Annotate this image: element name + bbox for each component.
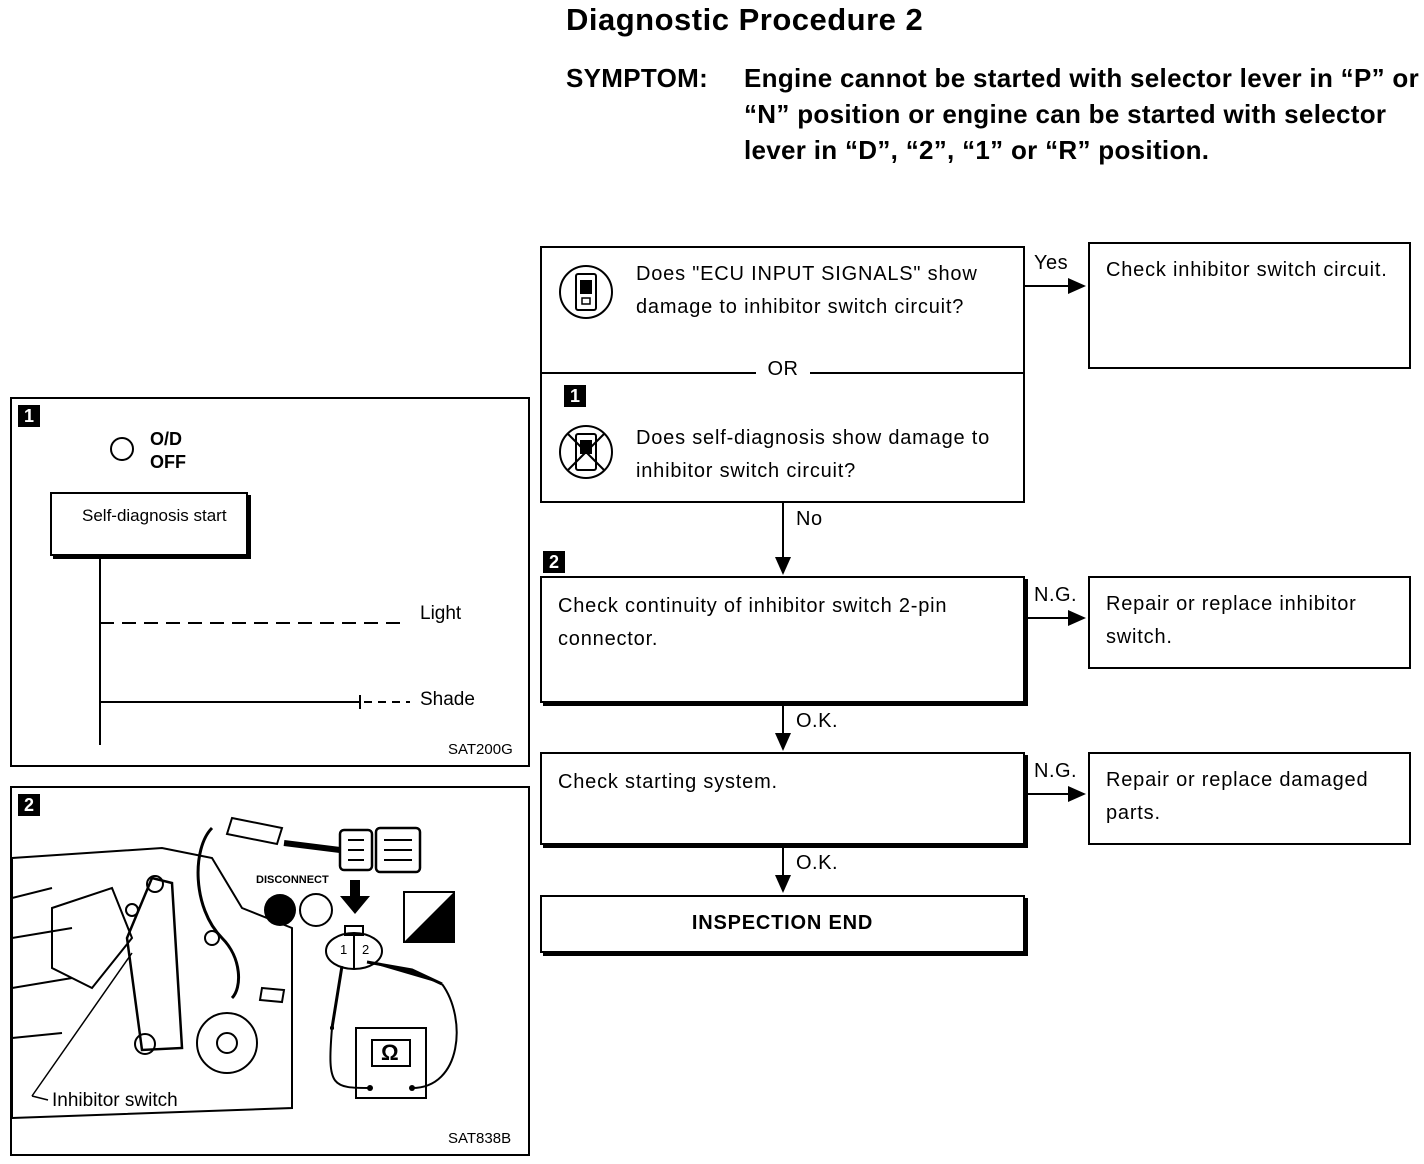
consult-icon xyxy=(558,264,614,325)
step-1-badge: 1 xyxy=(564,385,586,407)
panel-2-badge: 2 xyxy=(18,794,40,816)
question-box: Does "ECU INPUT SIGNALS" show damage to … xyxy=(540,246,1025,503)
symptom-label: SYMPTOM: xyxy=(566,63,709,93)
step2-text: Check continuity of inhibitor switch 2-p… xyxy=(558,595,948,650)
yes-action-box: Check inhibitor switch circuit. xyxy=(1088,242,1411,369)
indicator-line2: OFF xyxy=(150,452,186,472)
ng1-action-box: Repair or replace inhibitor switch. xyxy=(1088,576,1411,669)
ok1-label: O.K. xyxy=(796,710,839,732)
step-2-badge: 2 xyxy=(543,551,565,573)
step2-box: Check continuity of inhibitor switch 2-p… xyxy=(540,576,1025,703)
indicator-line1: O/D xyxy=(150,429,183,449)
panel-1-code: SAT200G xyxy=(448,741,513,758)
pin-2-label: 2 xyxy=(362,942,370,957)
yes-action: Check inhibitor switch circuit. xyxy=(1106,259,1388,281)
shade-label: Shade xyxy=(420,689,475,710)
end-box: INSPECTION END xyxy=(540,895,1025,953)
question-self-diagnosis: Does self-diagnosis show damage to inhib… xyxy=(636,427,991,482)
no-label: No xyxy=(796,508,823,530)
question-consult: Does "ECU INPUT SIGNALS" show damage to … xyxy=(636,263,978,318)
ng1-action: Repair or replace inhibitor switch. xyxy=(1106,593,1357,648)
or-label: OR xyxy=(756,358,810,381)
timing-chart xyxy=(99,559,410,745)
light-label: Light xyxy=(420,603,462,624)
inhibitor-switch-label: Inhibitor switch xyxy=(52,1090,178,1111)
disconnect-label: DISCONNECT xyxy=(256,874,329,886)
page-title: Diagnostic Procedure 2 xyxy=(566,2,924,37)
or-separator: OR xyxy=(542,358,1023,381)
ng2-action-box: Repair or replace damaged parts. xyxy=(1088,752,1411,845)
ok2-label: O.K. xyxy=(796,852,839,874)
self-diagnosis-start-text: Self-diagnosis start xyxy=(82,506,227,525)
od-off-lamp-icon xyxy=(110,437,134,461)
panel-1-badge: 1 xyxy=(18,405,40,427)
self-diagnosis-icon xyxy=(558,424,614,485)
panel-2: 2 xyxy=(10,786,530,1156)
pin-1-label: 1 xyxy=(340,942,348,957)
step3-box: Check starting system. xyxy=(540,752,1025,845)
ng2-action: Repair or replace damaged parts. xyxy=(1106,769,1369,824)
yes-label: Yes xyxy=(1034,252,1069,274)
inhibitor-switch-illustration xyxy=(12,816,458,1120)
panel-1: 1 O/D OFF Self-diagnosis start Light Sha… xyxy=(10,397,530,767)
self-diagnosis-start-box: Self-diagnosis start xyxy=(50,492,248,556)
symptom-block: SYMPTOM: Engine cannot be started with s… xyxy=(566,60,1424,210)
step3-text: Check starting system. xyxy=(558,771,778,793)
ng2-label: N.G. xyxy=(1034,760,1078,782)
panel-2-code: SAT838B xyxy=(448,1130,512,1147)
symptom-text: Engine cannot be started with selector l… xyxy=(744,63,1420,165)
ohm-meter-label: Ω xyxy=(381,1040,399,1065)
end-text: INSPECTION END xyxy=(691,912,874,934)
ng1-label: N.G. xyxy=(1034,584,1078,606)
